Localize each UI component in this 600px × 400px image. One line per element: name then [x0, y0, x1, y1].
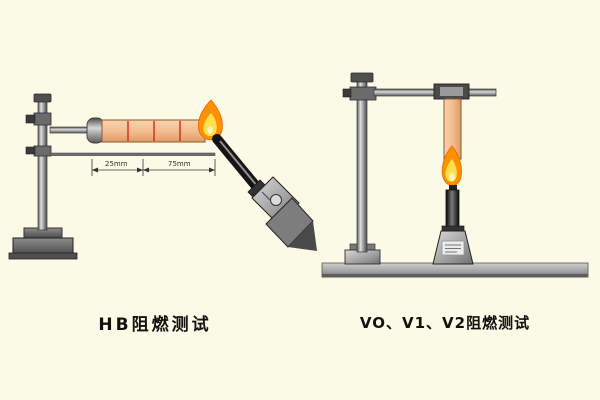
vertical-test-diagram: [321, 72, 589, 278]
hb-flame-core: [207, 126, 213, 134]
hb-dim-arrow-3: [143, 167, 149, 173]
hb-test-caption: HB阻燃测试: [98, 315, 212, 335]
hb-flame-inner: [203, 113, 217, 137]
apparatus-drawing: 25mm 75mm: [8, 72, 589, 278]
hb-holder-arm: [49, 126, 93, 134]
hb-stand-base-plate: [8, 252, 78, 260]
hb-test-diagram: 25mm 75mm: [8, 93, 317, 260]
hb-lower-clamp: [33, 145, 52, 157]
hb-dim-label-75mm: 75mm: [168, 160, 191, 168]
hb-dim-arrow-2: [137, 167, 143, 173]
v-pole-top-cap: [350, 72, 374, 83]
hb-burner-tube: [212, 134, 265, 196]
hb-burner-body-detail: [261, 191, 271, 201]
hb-burner-tube-highlight: [219, 140, 259, 188]
hb-dim-arrow-4: [209, 167, 215, 173]
v-stand-pole: [356, 79, 368, 253]
v-burner-nozzle: [449, 185, 457, 191]
hb-upper-clamp-bolt: [25, 114, 36, 124]
v-arm-clamp: [349, 86, 377, 101]
hb-pole-top-cap: [33, 93, 52, 103]
hb-reference-rod: [49, 152, 216, 156]
v-base-plate-edge: [322, 274, 588, 278]
v-arm-clamp-bolt: [342, 88, 352, 98]
hb-burner-valve-knob: [270, 194, 282, 206]
v-burner-label: [441, 240, 465, 256]
hb-specimen-holder-cap: [86, 117, 105, 144]
hb-upper-clamp: [33, 112, 52, 126]
v-flame-core: [449, 173, 455, 181]
v-specimen-clamp-jaw: [440, 87, 463, 96]
hb-dim-arrow-1: [92, 167, 98, 173]
hb-dim-label-25mm: 25mm: [105, 160, 128, 168]
hb-burner-shadow: [288, 221, 317, 251]
hb-lower-clamp-bolt: [25, 146, 36, 155]
hb-stand-base: [12, 237, 74, 256]
vertical-test-caption: VO、V1、V2阻燃测试: [359, 314, 531, 332]
